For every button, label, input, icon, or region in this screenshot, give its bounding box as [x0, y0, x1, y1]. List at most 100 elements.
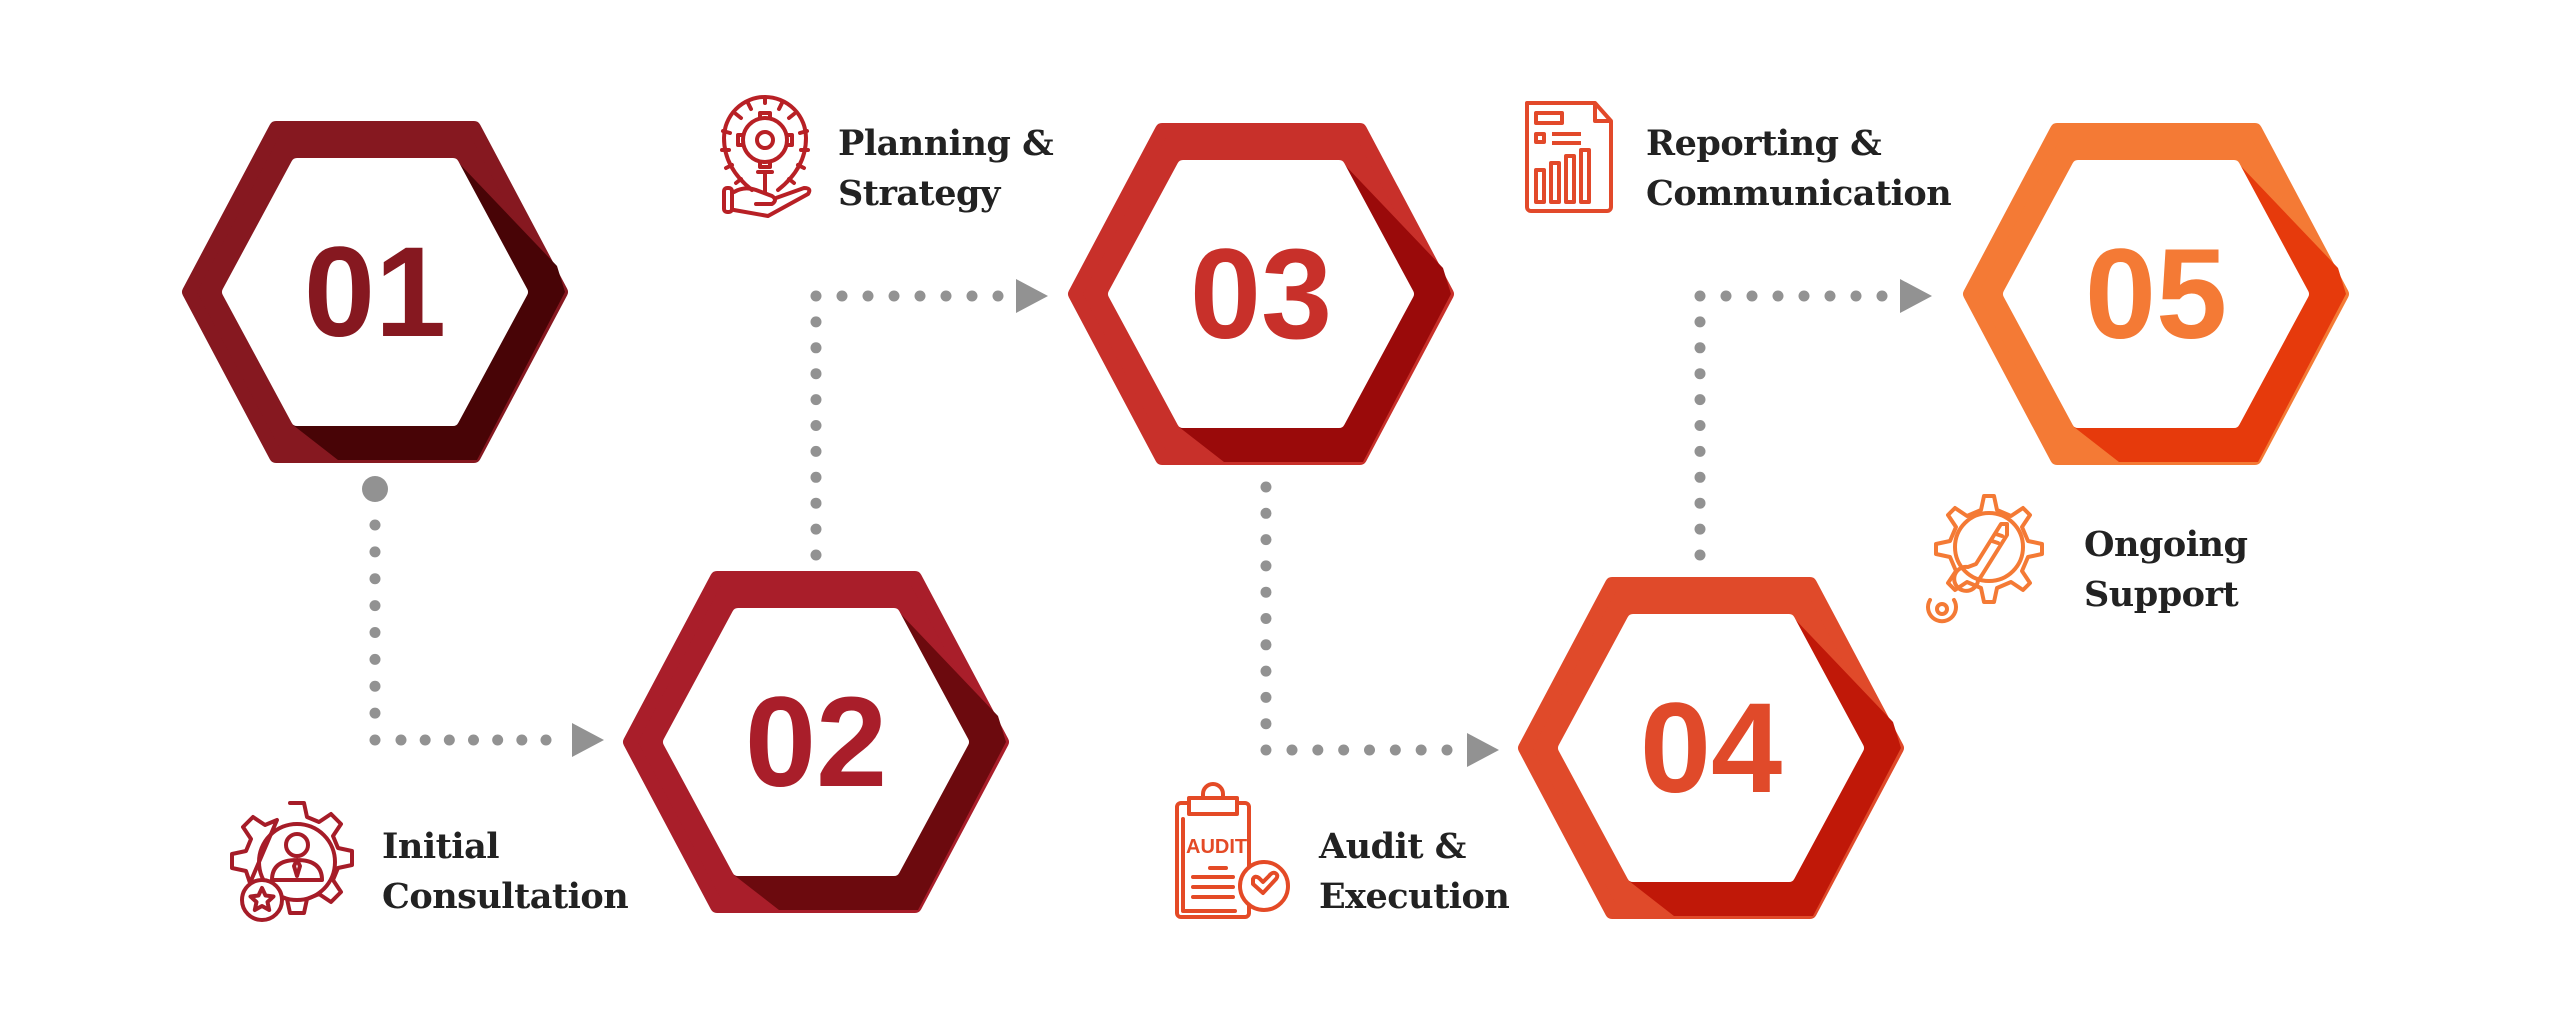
step-2-title: Planning & Strategy	[838, 123, 1054, 214]
connector-dot	[1415, 744, 1427, 756]
connector-dot	[1720, 290, 1732, 302]
arrow-icon	[572, 723, 604, 757]
connector-dot	[540, 734, 552, 746]
connector-dot	[1694, 445, 1706, 457]
connector-dot	[1694, 342, 1706, 354]
step-3-number: 03	[1190, 223, 1332, 366]
connector-dot	[992, 290, 1004, 302]
step-5-number: 05	[2085, 223, 2227, 366]
connector-dot	[914, 290, 926, 302]
connector-dot	[369, 546, 381, 558]
connector-dot	[810, 523, 822, 535]
hexagons: 01 02 03 04 05	[182, 121, 2349, 919]
connector-dot	[1286, 744, 1298, 756]
connector-dot	[1338, 744, 1350, 756]
connector-dot	[468, 734, 479, 746]
connector-dot	[1260, 534, 1272, 546]
connector-dot	[443, 734, 455, 746]
connector-dot	[1694, 316, 1706, 328]
connector-dot	[369, 573, 381, 585]
connector-dot	[1876, 290, 1888, 302]
step-1-title: Initial Consultation	[382, 826, 629, 917]
connector-dot	[1772, 290, 1784, 302]
connector-dot	[1364, 744, 1375, 756]
connector-dot	[1694, 549, 1706, 561]
connector-dot	[1260, 665, 1272, 677]
arrow-icon	[1467, 733, 1499, 767]
step-3-hexagon: 03	[1068, 123, 1454, 465]
connector-dot	[1746, 290, 1758, 302]
connector-dot	[810, 342, 822, 354]
connector-dot	[810, 445, 822, 457]
connector-dot	[369, 707, 381, 719]
arrow-icon	[1900, 279, 1932, 313]
connector-dot	[810, 394, 822, 406]
step-5-title: Ongoing Support	[2084, 524, 2248, 615]
connector-dot	[369, 653, 381, 665]
step-1-number: 01	[304, 221, 446, 364]
connector-dot	[1824, 290, 1836, 302]
connector-dot	[810, 368, 822, 380]
connector-dot	[419, 734, 431, 746]
connector-dot	[516, 734, 528, 746]
connector-dot	[1260, 560, 1272, 572]
connector-dot	[1260, 586, 1272, 598]
connector-dot	[940, 290, 952, 302]
audit-clipboard-check-icon: AUDIT	[1175, 782, 1290, 919]
connector-dot	[1260, 639, 1272, 651]
connectors	[362, 279, 1932, 767]
connector-dot	[492, 734, 504, 746]
connector-dot	[1694, 420, 1706, 431]
connector-dot	[369, 627, 381, 638]
connector-dot	[1850, 290, 1862, 302]
connector-dot	[1312, 744, 1324, 756]
connector-dot	[395, 734, 407, 746]
connector-dot	[836, 290, 848, 302]
step-4-number: 04	[1640, 677, 1782, 820]
step-1-hexagon: 01	[182, 121, 568, 463]
gear-wrench-icon	[1926, 494, 2044, 624]
lightbulb-gear-hand-icon	[720, 95, 812, 218]
connector-dot	[1694, 523, 1706, 535]
step-3-title: Audit & Execution	[1319, 826, 1510, 917]
report-chart-document-icon	[1525, 101, 1613, 213]
connector-dot	[1694, 497, 1706, 509]
connector-dot	[1798, 290, 1810, 302]
connector-dot	[810, 497, 822, 509]
connector-dot	[810, 420, 822, 431]
connector-dot	[369, 734, 381, 746]
connector-dot	[810, 316, 822, 328]
step-4-hexagon: 04	[1518, 577, 1904, 919]
connector-dot	[1260, 507, 1272, 519]
connector-dot	[1260, 481, 1272, 493]
connector-dot	[810, 471, 822, 483]
hexagon-inner	[663, 608, 969, 876]
connector-dot	[369, 680, 381, 692]
arrow-icon	[1016, 279, 1048, 313]
connector-dot	[1694, 394, 1706, 406]
connector-dot	[1389, 744, 1401, 756]
hexagon-inner	[2003, 160, 2309, 428]
connector-dot	[1260, 691, 1272, 703]
connector-dot	[369, 600, 381, 612]
connector-dot	[810, 549, 822, 561]
hexagon-inner	[1108, 160, 1414, 428]
connector-dot	[1694, 290, 1706, 302]
gear-person-star-icon	[230, 801, 354, 922]
audit-icon-text: AUDIT	[1186, 836, 1247, 858]
connector-dot	[1694, 471, 1706, 483]
connector-dot	[862, 290, 874, 302]
connector-start-dot	[362, 476, 388, 502]
hexagon-inner	[1558, 614, 1864, 882]
connector-dot	[369, 519, 381, 531]
connector-dot	[1260, 718, 1272, 730]
connector-dot	[1260, 744, 1272, 756]
connector-dot	[966, 290, 978, 302]
connector-dot	[1441, 744, 1453, 756]
connector-dot	[888, 290, 900, 302]
step-2-number: 02	[745, 671, 887, 814]
connector-dot	[1260, 613, 1272, 624]
connector-dot	[1694, 368, 1706, 380]
connector-dot	[810, 290, 822, 302]
